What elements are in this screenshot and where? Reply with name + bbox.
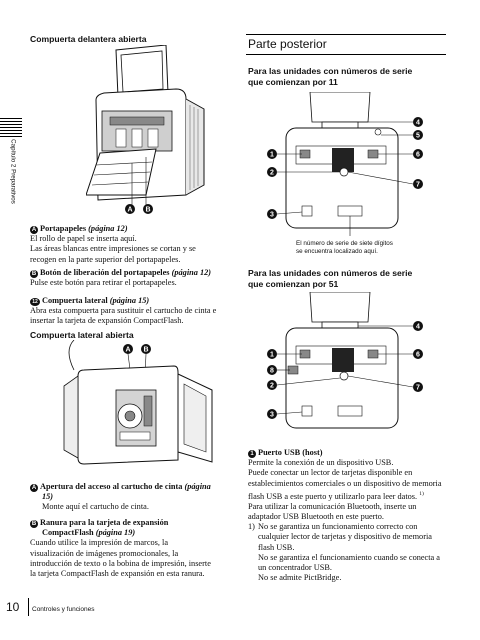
printer-side-illustration: A B [63,340,213,465]
badge-12: 12 [30,298,40,306]
rear11-callout-1: 1 [270,152,274,159]
side-callout-b: B [143,347,148,354]
rear11-callout-2: 2 [270,170,274,177]
side-heading: Compuerta lateral abierta [30,330,134,340]
footer-divider [28,598,29,616]
page-number: 10 [6,600,20,614]
rear11-callout-7: 7 [416,182,420,189]
badge-a: A [30,226,38,234]
callout-b: B [145,207,150,214]
footer-label: Controles y funciones [32,606,95,613]
badge-b: B [30,270,38,278]
rear11-callout-6: 6 [416,152,420,159]
rear51-callout-3: 3 [270,412,274,419]
callout-a: A [127,207,132,214]
printer-rear-51-illustration: 1 8 2 3 4 6 7 [267,292,423,429]
front-heading: Compuerta delantera abierta [30,34,147,44]
rear51-callout-1: 1 [270,352,274,359]
rear51-callout-7: 7 [416,385,420,392]
footnote-marker: 1) [248,522,255,532]
sidebar-marker [0,118,22,139]
serial11-heading: Para las unidades con números de serie q… [248,66,413,87]
rear11-callout-3: 3 [270,212,274,219]
side-callout-a: A [125,347,130,354]
section-rule [246,34,446,35]
rear11-callout-5: 5 [416,133,420,140]
rear11-callout-4: 4 [416,120,420,127]
chapter-label: Capítulo 2 Preparativos [9,139,17,204]
usb-badge: 1 [248,450,256,458]
printer-front-illustration: A B [86,45,205,214]
serial-note: El número de serie de siete dígitos se e… [296,240,393,255]
rear51-callout-8: 8 [270,368,274,375]
side-badge-a: A [30,484,38,492]
rear51-callout-2: 2 [270,383,274,390]
rear51-callout-4: 4 [416,324,420,331]
side-badge-b: B [30,520,38,528]
serial51-heading: Para las unidades con números de serie q… [248,268,413,289]
printer-rear-11-illustration: 1 2 3 4 5 6 7 [267,92,423,236]
rear51-callout-6: 6 [416,352,420,359]
section-title: Parte posterior [248,37,327,51]
section-rule-bottom [246,54,446,55]
